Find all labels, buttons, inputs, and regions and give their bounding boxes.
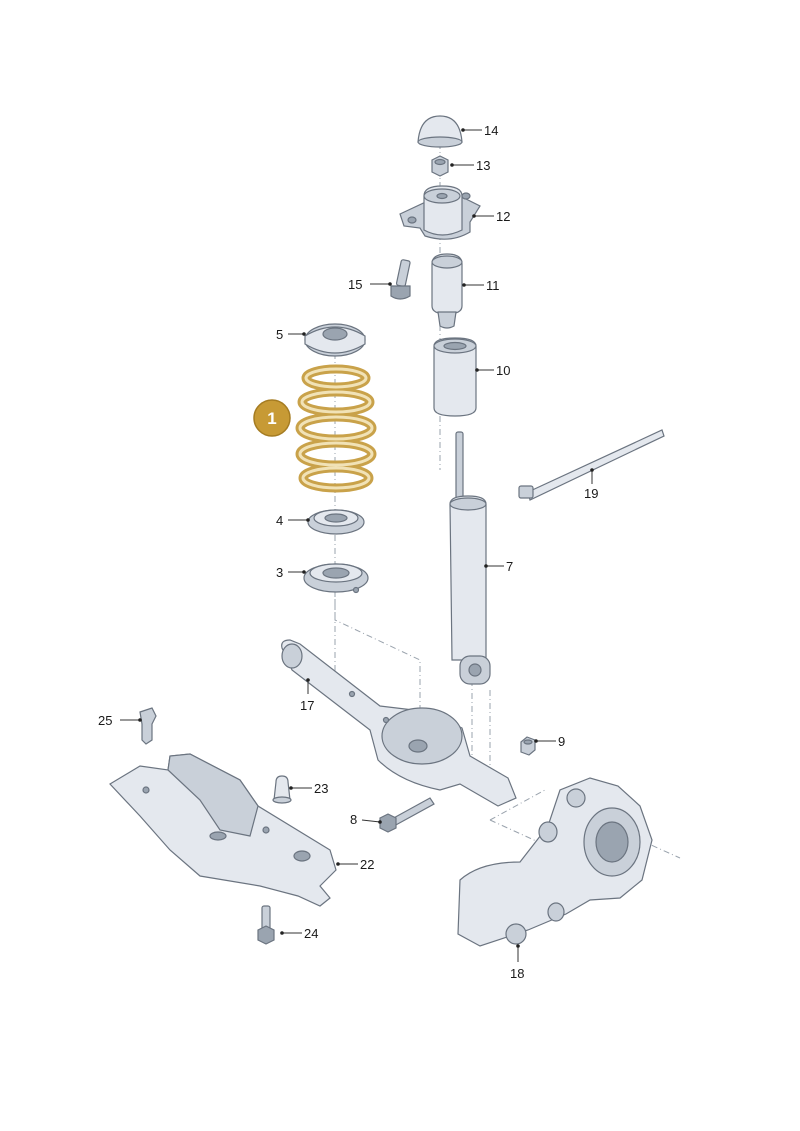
coil-spring <box>295 364 377 493</box>
callout-4: 4 <box>276 513 283 528</box>
callout-23: 23 <box>314 781 328 796</box>
callout-5: 5 <box>276 327 283 342</box>
callout-8: 8 <box>350 812 357 827</box>
upper-spring-seat <box>304 323 366 357</box>
callout-14: 14 <box>484 123 498 138</box>
top-nut <box>431 155 449 177</box>
cable-tie <box>518 429 665 501</box>
callout-3: 3 <box>276 565 283 580</box>
callout-7: 7 <box>506 559 513 574</box>
bump-stop <box>431 253 463 329</box>
callout-13: 13 <box>476 158 490 173</box>
dust-cap <box>417 115 463 148</box>
arm-bolt <box>379 797 435 833</box>
callout-12: 12 <box>496 209 510 224</box>
callouts: 14 13 12 15 11 5 10 19 4 7 3 17 25 9 23 … <box>98 123 598 981</box>
underbody-cover <box>109 753 337 907</box>
callout-22: 22 <box>360 857 374 872</box>
protective-sleeve <box>433 337 477 417</box>
shock-absorber <box>449 431 491 685</box>
mount-bolt <box>390 259 411 300</box>
callout-17: 17 <box>300 698 314 713</box>
wheel-bearing-housing <box>457 777 653 947</box>
arm-nut <box>520 736 536 756</box>
callout-11: 11 <box>486 278 500 293</box>
callout-10: 10 <box>496 363 510 378</box>
highlight-badge: 1 <box>253 399 291 437</box>
spring-seat-bearing <box>307 509 365 535</box>
highlight-number: 1 <box>267 409 276 428</box>
rubber-plug <box>272 775 292 804</box>
callout-9: 9 <box>558 734 565 749</box>
lower-spring-seat <box>303 563 369 594</box>
callout-19: 19 <box>584 486 598 501</box>
retaining-clip <box>139 707 157 745</box>
callout-24: 24 <box>304 926 318 941</box>
cover-bolt <box>257 905 275 945</box>
lower-control-arm <box>281 639 517 807</box>
callout-15: 15 <box>348 277 362 292</box>
callout-18: 18 <box>510 966 524 981</box>
callout-25: 25 <box>98 713 112 728</box>
strut-top-mount <box>399 185 481 240</box>
